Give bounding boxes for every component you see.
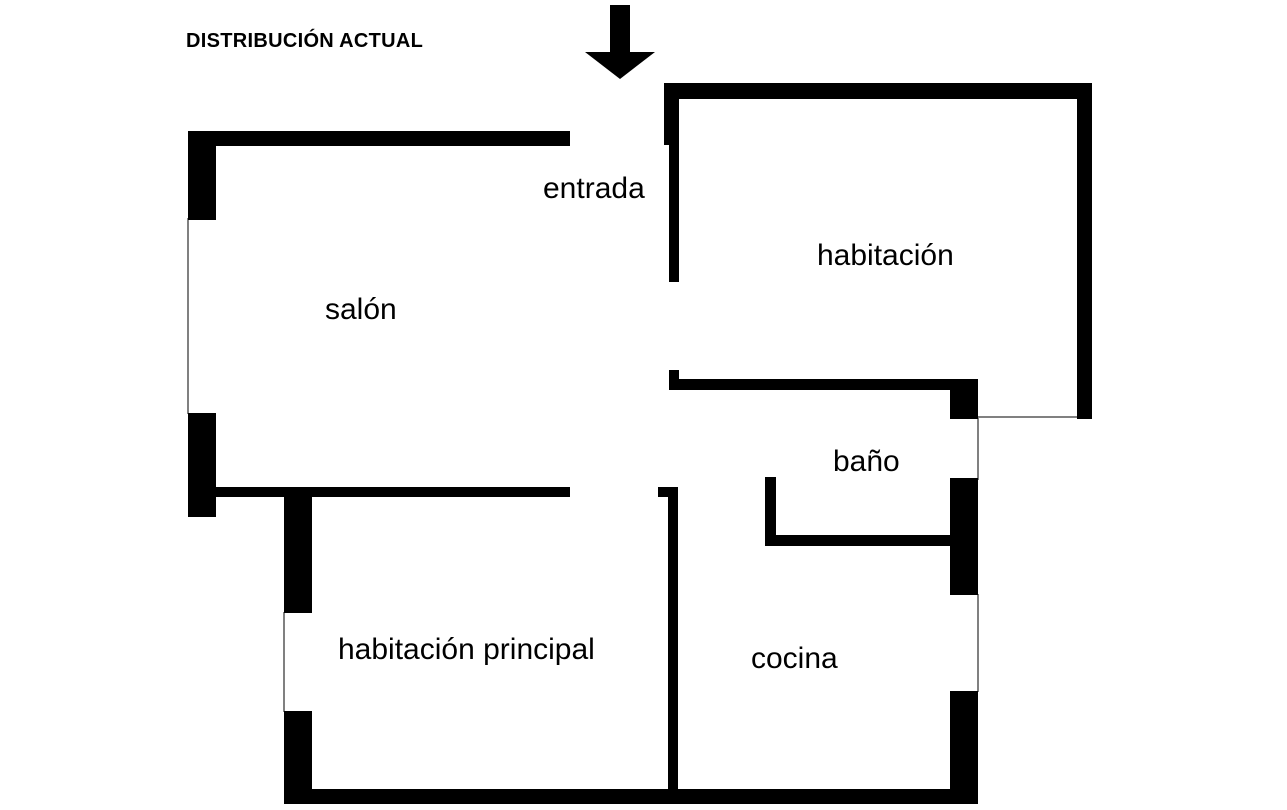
room-label-habitacion-principal: habitación principal bbox=[338, 633, 595, 666]
walls bbox=[188, 83, 1092, 804]
wall-bano-right-lower bbox=[950, 478, 978, 545]
plan-title: DISTRIBUCIÓN ACTUAL bbox=[186, 30, 424, 52]
wall-cocina-right-upper bbox=[950, 545, 978, 595]
room-label-habitacion: habitación bbox=[817, 239, 954, 272]
wall-bano-right-upper bbox=[950, 379, 978, 419]
wall-salon-bottom bbox=[188, 487, 570, 497]
wall-hp-left-upper bbox=[284, 487, 312, 613]
wall-cocina-right-lower bbox=[950, 691, 978, 804]
room-label-cocina: cocina bbox=[751, 642, 838, 675]
wall-bano-left bbox=[765, 477, 776, 546]
wall-habitacion-left bbox=[669, 83, 679, 282]
wall-habitacion-bottom bbox=[669, 379, 978, 390]
wall-hp-left-lower bbox=[284, 711, 312, 804]
room-label-bano: baño bbox=[833, 445, 900, 478]
wall-habitacion-right bbox=[1077, 83, 1092, 419]
room-label-entrada: entrada bbox=[543, 172, 645, 205]
wall-salon-left-lower bbox=[188, 413, 216, 517]
wall-salon-top bbox=[188, 131, 570, 146]
wall-salon-left-upper bbox=[188, 131, 216, 220]
wall-habitacion-top bbox=[664, 83, 1092, 99]
room-label-salon: salón bbox=[325, 293, 397, 326]
window-lines bbox=[187, 218, 1090, 712]
wall-partition bbox=[668, 487, 678, 804]
wall-bano-bottom bbox=[765, 535, 978, 546]
wall-bottom bbox=[284, 789, 978, 804]
entry-arrow-icon bbox=[585, 5, 655, 79]
